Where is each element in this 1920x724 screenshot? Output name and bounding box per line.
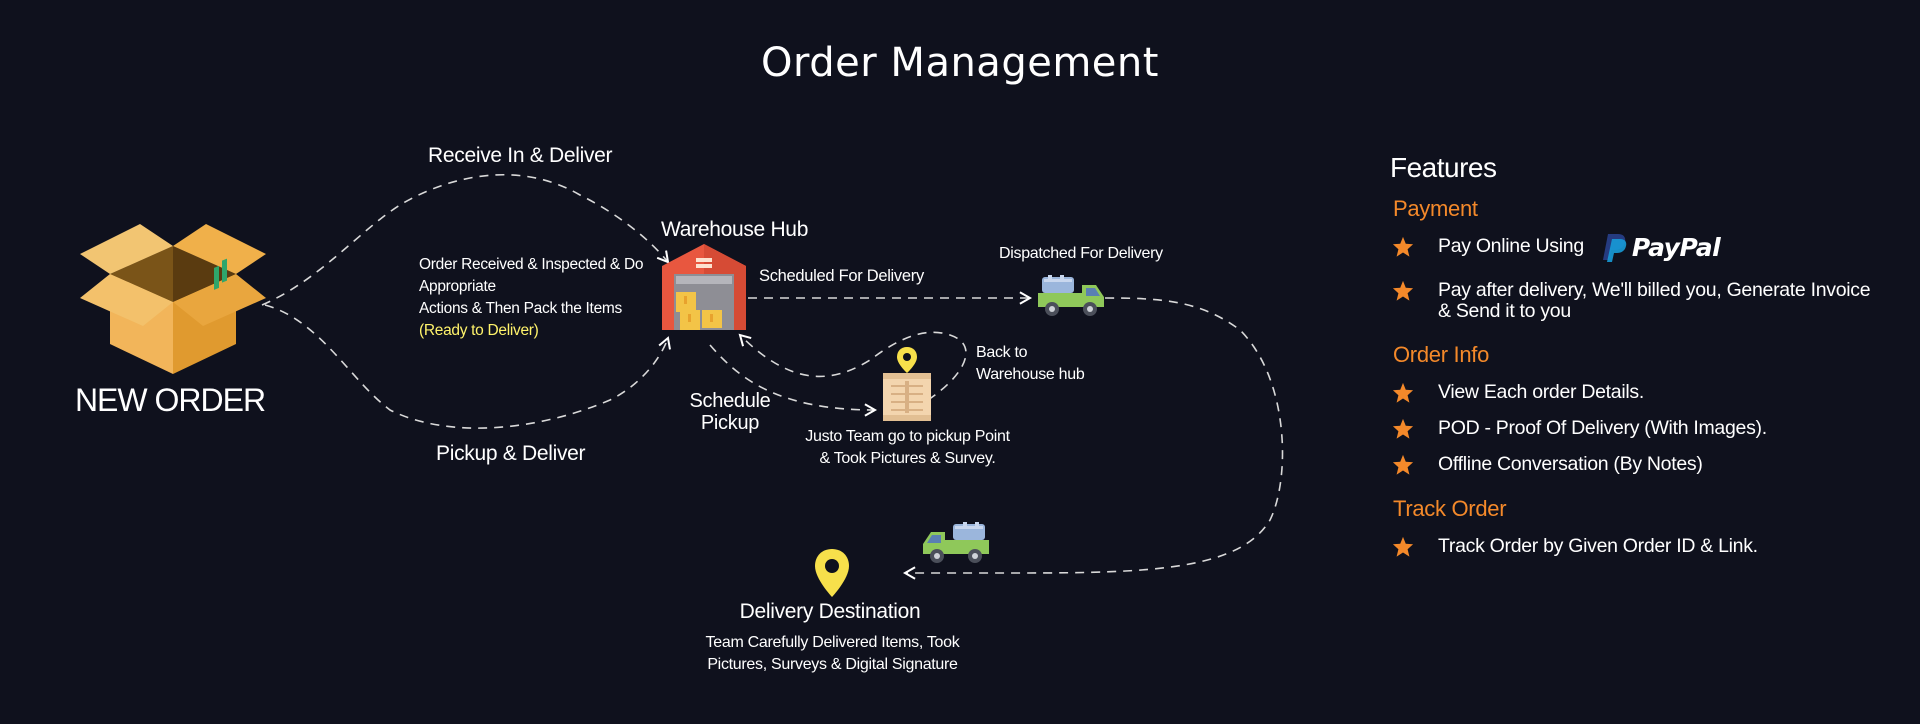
section-payment: Payment Pay Online Using PayPal Pay afte… <box>1390 196 1910 322</box>
feature-item: Pay Online Using PayPal <box>1390 234 1910 266</box>
flow-back-warehouse <box>738 331 967 401</box>
feature-item: Pay after delivery, We'll billed you, Ge… <box>1390 280 1910 322</box>
page-title: Order Management <box>761 40 1159 86</box>
map-pin-icon <box>897 347 917 373</box>
flow-pickup-deliver <box>264 304 671 429</box>
star-icon <box>1392 280 1414 301</box>
star-icon <box>1392 536 1414 557</box>
delivery-line-2: Pictures, Surveys & Digital Signature <box>707 656 958 673</box>
back-to-warehouse-label: Back to Warehouse hub <box>976 342 1085 386</box>
feature-item: View Each order Details. <box>1390 382 1910 404</box>
receive-deliver-label: Receive In & Deliver <box>428 144 613 167</box>
feature-text: Pay after delivery, We'll billed you, Ge… <box>1438 279 1871 322</box>
pickup-deliver-label: Pickup & Deliver <box>436 442 586 465</box>
order-received-line-3: Actions & Then Pack the Items <box>419 300 622 317</box>
feature-text: View Each order Details. <box>1438 381 1644 403</box>
paypal-logo: PayPal <box>1602 232 1721 262</box>
section-title: Order Info <box>1393 342 1490 367</box>
justo-team-desc: Justo Team go to pickup Point & Took Pic… <box>790 426 1025 470</box>
justo-line-1: Justo Team go to pickup Point <box>805 428 1010 445</box>
paypal-text: PayPal <box>1631 232 1721 262</box>
dispatched-delivery-label: Dispatched For Delivery <box>999 245 1163 262</box>
scheduled-delivery-label: Scheduled For Delivery <box>759 267 924 285</box>
flow-receive-deliver <box>261 173 670 306</box>
section-title: Payment <box>1393 196 1478 221</box>
feature-text: Offline Conversation (By Notes) <box>1438 453 1703 475</box>
feature-item: POD - Proof Of Delivery (With Images). <box>1390 418 1910 440</box>
feature-item: Track Order by Given Order ID & Link. <box>1390 536 1910 558</box>
star-icon <box>1392 236 1414 257</box>
warehouse-hub-label: Warehouse Hub <box>661 218 809 241</box>
ready-to-deliver-label: (Ready to Deliver) <box>419 322 539 339</box>
flow-schedule-pickup <box>709 344 878 417</box>
justo-line-2: & Took Pictures & Survey. <box>819 450 996 467</box>
schedule-pickup-label: Schedule Pickup <box>680 390 780 434</box>
star-icon <box>1392 382 1414 403</box>
box-icon <box>80 224 266 374</box>
order-received-line-1: Order Received & Inspected & Do <box>419 256 644 273</box>
back-line-1: Back to <box>976 344 1028 361</box>
features-title: Features <box>1390 152 1497 183</box>
schedule-line-2: Pickup <box>700 412 760 434</box>
truck-icon <box>923 522 989 563</box>
feature-item: Offline Conversation (By Notes) <box>1390 454 1910 476</box>
feature-text: Track Order by Given Order ID & Link. <box>1438 535 1758 557</box>
crate-icon <box>883 373 931 421</box>
star-icon <box>1392 454 1414 475</box>
back-line-2: Warehouse hub <box>976 366 1085 383</box>
order-received-desc: Order Received & Inspected & Do Appropri… <box>419 254 659 342</box>
section-order-info: Order Info View Each order Details. POD … <box>1390 342 1910 476</box>
truck-icon <box>1038 275 1104 316</box>
delivery-desc: Team Carefully Delivered Items, Took Pic… <box>680 632 985 676</box>
flow-dispatch-destination <box>902 297 1284 580</box>
paypal-logo-icon <box>1602 234 1627 262</box>
new-order-label: NEW ORDER <box>74 382 266 418</box>
warehouse-icon <box>662 244 746 330</box>
delivery-destination-label: Delivery Destination <box>739 600 921 623</box>
delivery-line-1: Team Carefully Delivered Items, Took <box>705 634 960 651</box>
star-icon <box>1392 418 1414 439</box>
section-track-order: Track Order Track Order by Given Order I… <box>1390 496 1910 558</box>
features-panel: Features Payment Pay Online Using PayPal… <box>1390 152 1910 578</box>
map-pin-icon <box>815 549 849 597</box>
feature-text: POD - Proof Of Delivery (With Images). <box>1438 417 1767 439</box>
section-title: Track Order <box>1393 496 1507 521</box>
schedule-line-1: Schedule <box>689 390 771 412</box>
feature-text: Pay Online Using <box>1438 235 1584 257</box>
order-received-line-2: Appropriate <box>419 278 496 295</box>
